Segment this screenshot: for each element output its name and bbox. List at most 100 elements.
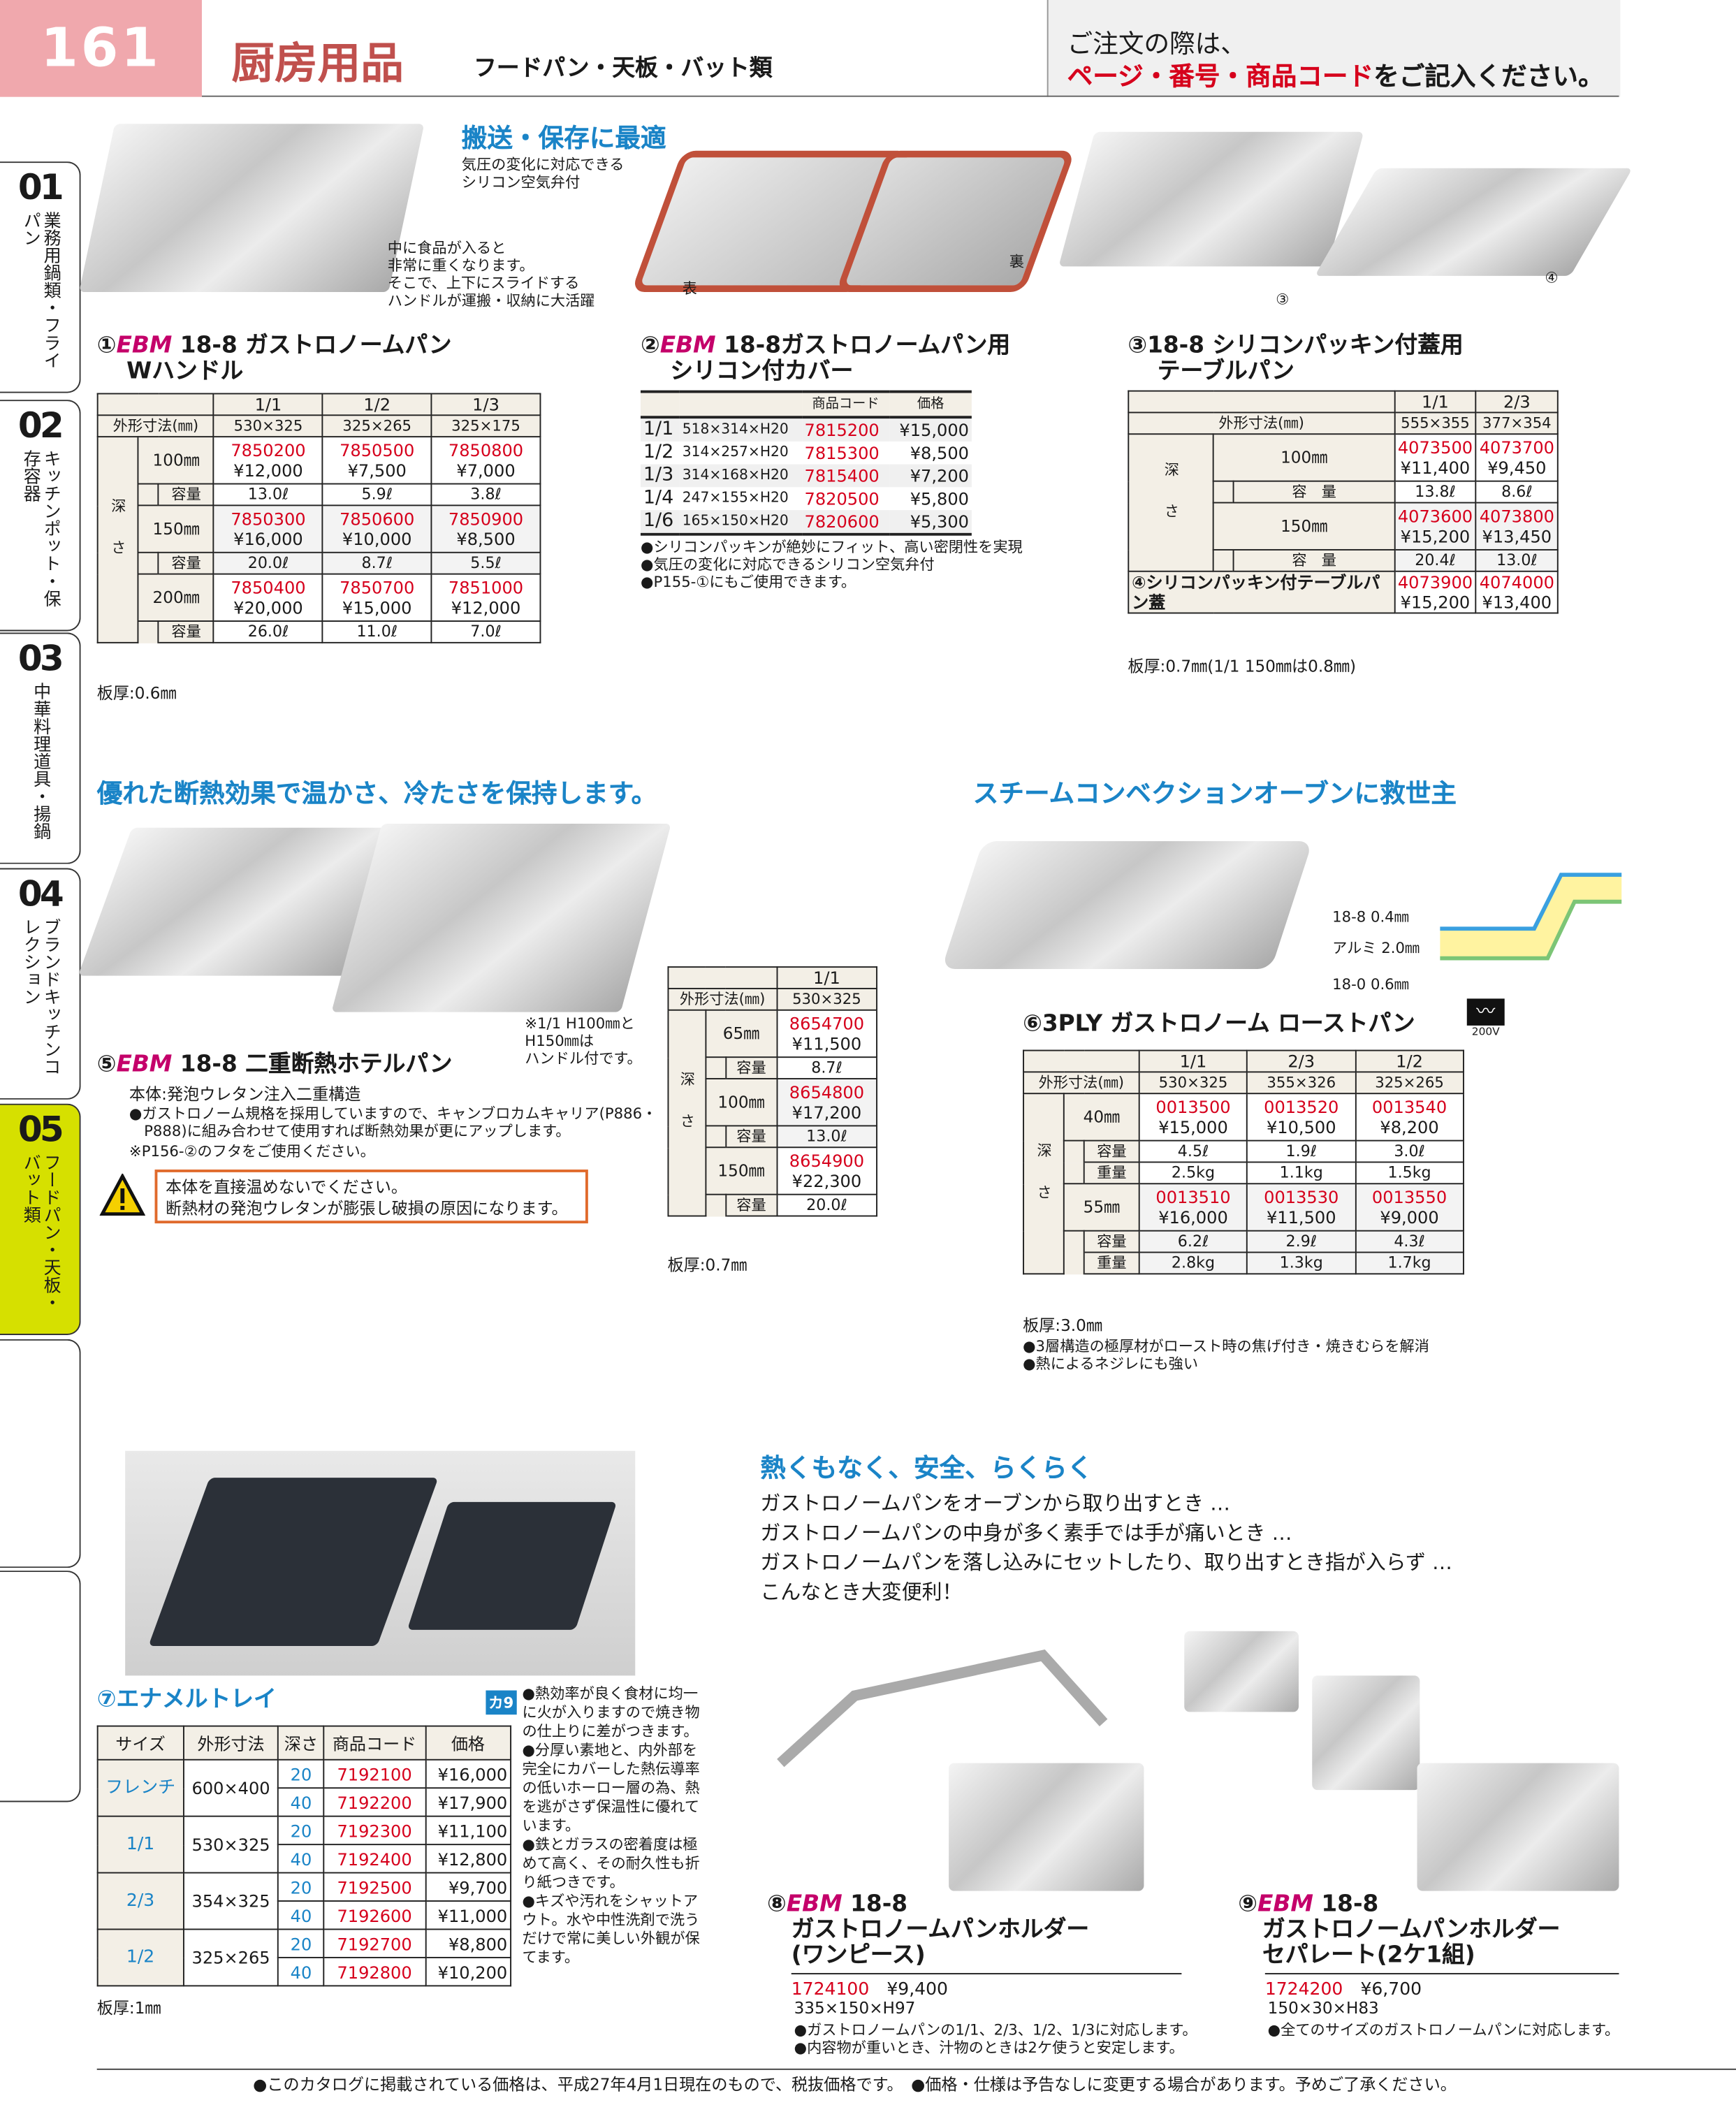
price: ¥15,000 (1158, 1116, 1228, 1137)
dimensions-row: 外形寸法(㎜)530×325 (667, 987, 878, 1011)
price: ¥15,200 (1400, 592, 1471, 613)
product-image-table-pan-lid (1314, 168, 1633, 276)
bullet: ●分厚い素地と、内外部を完全にカバーした熱伝導率の低いホーロー層の為、熱を逃がさ… (522, 1741, 700, 1835)
dimension-value: 555×355 (1394, 411, 1477, 435)
product-code: 4073800 (1479, 506, 1554, 527)
product-code: 0013520 (1264, 1097, 1339, 1117)
product-code: 7850800 (448, 439, 524, 460)
tab-number: 01 (17, 168, 64, 209)
indent-cell (1063, 1230, 1086, 1253)
product-code: 1724200 (1264, 1979, 1343, 2000)
product-image-holder-separate-1 (1184, 1631, 1299, 1712)
title-text: 18-8ガストロノームパン用 (715, 332, 1011, 360)
product-code: 7850900 (448, 509, 524, 530)
dimension-value: 325×265 (321, 414, 432, 438)
spec-label: 容量 (725, 1125, 778, 1149)
price: ¥17,900 (424, 1787, 512, 1817)
spec-label: 容量 (725, 1193, 778, 1217)
price: ¥9,400 (887, 1979, 948, 2000)
price: ¥11,100 (424, 1815, 512, 1846)
spec-value: 26.0ℓ (213, 620, 323, 643)
side-tab-empty[interactable] (0, 1571, 81, 1802)
title-text: Wハンドル (126, 358, 244, 385)
price: ¥11,500 (792, 1033, 862, 1054)
bullet: ●3層構造の極厚材がロースト時の焦げ付き・焼きむらを解消 (1023, 1337, 1429, 1355)
product-8-price: 1724100 ¥9,400 (791, 1973, 1182, 2000)
indent-cell (705, 1057, 727, 1079)
column-header: 商品コード (323, 1725, 426, 1761)
price-cell: 4074000¥13,400 (1475, 570, 1559, 614)
dimensions: 247×155×H20 (682, 490, 789, 507)
steel-18-8-layer (1440, 873, 1622, 931)
dimensions: 165×150×H20 (679, 510, 802, 534)
price: ¥10,000 (342, 529, 412, 549)
depth-value: 55㎜ (1063, 1183, 1140, 1232)
price-cell: 7850800¥7,000 (430, 436, 541, 485)
dimension-value: 325×175 (430, 414, 541, 438)
spec-label: 容量 (1084, 1230, 1140, 1253)
product-code: 0013540 (1371, 1097, 1447, 1117)
order-note-box: ご注文の際は、 ページ・番号・商品コードをご記入ください。 (1046, 0, 1621, 97)
column-header: 1/1 (775, 966, 878, 989)
bullet: ●全てのサイズのガストロノームパンに対応します。 (1267, 2021, 1620, 2039)
bullet: ガストロノームパンの中身が多く素手では手が痛いとき … (760, 1520, 1292, 1545)
brand-ebm: EBM (659, 332, 716, 360)
spec-value: 13.0ℓ (775, 1125, 878, 1149)
price: ¥7,000 (456, 460, 516, 481)
spec-value: 1.7kg (1355, 1251, 1464, 1275)
spec-value: 5.9ℓ (321, 483, 432, 507)
depth-value: 150㎜ (1213, 502, 1395, 551)
indent-cell (1213, 549, 1235, 571)
header-row: サイズ外形寸法深さ商品コード価格 (96, 1725, 512, 1761)
product-image-holder-in-use (949, 1763, 1144, 1891)
product-code: 7815200 (801, 417, 890, 442)
thickness-note: 板厚:0.6㎜ (96, 683, 177, 703)
bullet: ●ガストロノーム規格を採用していますので、キャンブロカムキャリア(P886・ P… (129, 1105, 657, 1140)
body-structure: 本体:発泡ウレタン注入二重構造 (129, 1084, 361, 1104)
title-text: セパレート(2ケ1組) (1262, 1942, 1475, 1969)
product-image-holder-separate-in-use (1417, 1763, 1619, 1891)
product-code: 7820600 (801, 510, 890, 534)
bullet: ●熱効率が良く食材に均一に火が入りますので焼き物の仕上りに差がつきます。 (522, 1684, 700, 1740)
title-text: 3PLY ガストロノーム ローストパン (1042, 1010, 1415, 1038)
title-text: 18-8 シリコンパッキン付蓋用 (1147, 332, 1464, 360)
product-number: ⑥ (1023, 1010, 1042, 1038)
product-7-title: ⑦エナメルトレイ (97, 1687, 277, 1714)
price: ¥13,400 (1482, 592, 1552, 613)
spec-value: 13.8ℓ (1394, 480, 1477, 504)
price: ¥11,000 (424, 1900, 512, 1930)
side-tab-empty[interactable] (0, 1339, 81, 1568)
holder-headline: 熱くもなく、安全、らくらく (760, 1453, 1093, 1483)
brand-ebm: EBM (1257, 1891, 1313, 1918)
product-code: 7192700 (323, 1928, 426, 1958)
product-code: 4073600 (1397, 506, 1473, 527)
spec-label: 容量 (158, 620, 215, 643)
depth-value: 65㎜ (705, 1009, 778, 1058)
product-image-enamel-tray (125, 1450, 636, 1676)
depth: 20 (277, 1815, 325, 1846)
column-header: 1/2 (321, 393, 432, 416)
bullet: ●気圧の変化に対応できるシリコン空気弁付 (640, 555, 935, 574)
spec-label: 容量 (158, 551, 215, 575)
price: ¥15,000 (342, 597, 412, 618)
price: ¥7,200 (889, 464, 972, 488)
